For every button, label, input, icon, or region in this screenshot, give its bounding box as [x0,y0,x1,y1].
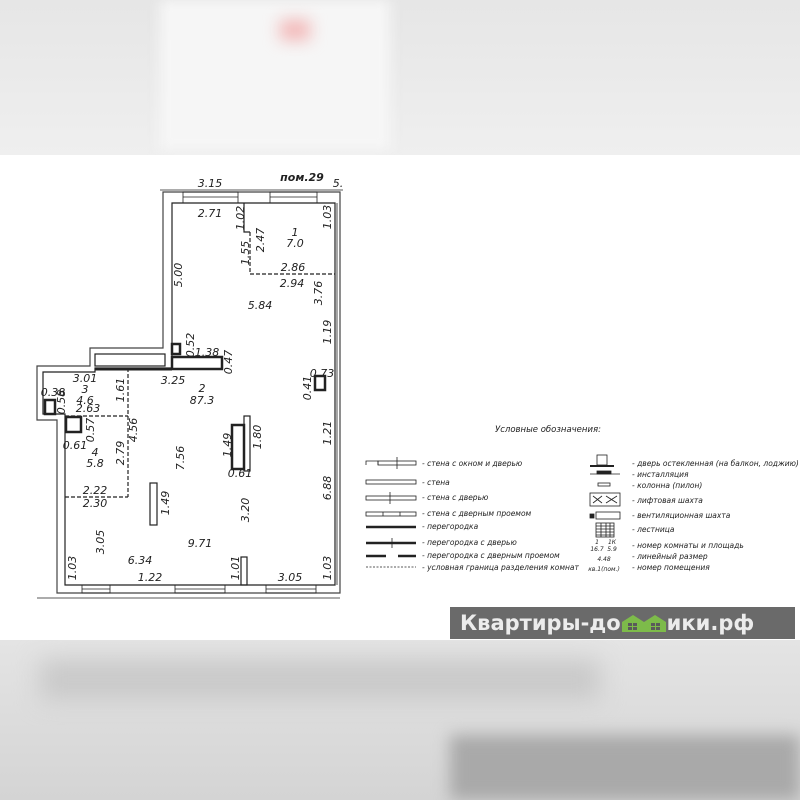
dimension: 1.03 [321,205,334,230]
legend-item: - стена с дверью [422,493,488,502]
dimension: 1.61 [114,378,127,403]
dimension: 0.38 [41,386,66,399]
dimension: 2.79 [114,441,127,466]
dimension: 7.56 [174,446,187,471]
dimension: 3.15 [198,177,223,190]
legend-item: - номер комнаты и площадь [632,541,744,550]
legend-title: Условные обозначения: [495,425,601,435]
floor-plan-sheet [0,155,800,640]
sample-unit-number: кв.1(пом.) [588,566,620,573]
dimension: 0.41 [301,376,314,401]
legend-item: - стена с окном и дверью [422,459,522,468]
legend-item: - инсталляция [632,470,689,479]
dimension: 4.56 [127,418,140,443]
sample-room-number-2: 1К [608,539,617,546]
dimension: 0.61 [63,439,88,452]
dimension: 2.30 [83,497,108,510]
legend-item: - перегородка с дверью [422,538,517,547]
dimension: 3.25 [161,374,186,387]
dimension: 5. [333,177,344,190]
dimension: 3.05 [94,530,107,555]
dimension: 0.73 [310,367,335,380]
sample-room-area: 16.7 [590,546,604,553]
dimension: 1.80 [251,425,264,450]
legend-symbols-left [365,457,417,568]
dimension: 3.76 [312,281,325,306]
legend-item: - перегородка [422,522,479,531]
watermark-text-start: Квартиры-до [460,611,621,635]
room-1-area: 7.0 [286,237,304,250]
windows [81,191,338,594]
legend-symbols-right [589,454,621,538]
dimension: 0.52 [184,333,197,358]
dimension: 3.20 [239,498,252,523]
legend-item: - стена с дверным проемом [422,509,532,518]
dimension: 1.03 [321,556,334,581]
room-labels: 1 7.0 2 87.3 3 4.6 4 5.8 [76,226,304,470]
room-4-number: 4 [92,446,99,459]
dimension: 1.38 [195,346,220,359]
dimension-labels: 3.15 5. 2.71 1.02 1.03 2.47 1.55 2.86 2.… [41,177,344,584]
dimension: 0.47 [222,350,235,375]
legend-item: - линейный размер [632,552,708,561]
legend-item: - номер помещения [632,563,710,572]
dimension: 5.00 [172,263,185,288]
dimension: 2.94 [280,277,305,290]
dimension: 2.22 [83,484,108,497]
houses-icon [621,615,666,632]
watermark: Квартиры-до ики.рф [450,607,795,639]
legend-item: - дверь остекленная (на балкон, лоджию) [632,459,799,468]
sample-room-number: 1 [595,539,599,546]
sample-dimension: 4.48 [597,556,611,563]
dimension: 5.84 [248,299,273,312]
dimension: 1.01 [229,556,242,581]
legend-labels-right: - дверь остекленная (на балкон, лоджию) … [632,459,799,572]
dimension: 9.71 [188,537,213,550]
room-3-area: 4.6 [76,394,94,407]
legend-item: - колонна (пилон) [632,481,702,490]
dimension: 6.34 [128,554,153,567]
legend: Условные обозначения: - стена с окном и … [365,425,799,573]
dimension: 0.57 [84,418,97,443]
dimension: 1.49 [221,433,234,458]
room-3-number: 3 [82,383,89,396]
dimension: 6.88 [321,476,334,501]
dimension: 3.01 [73,372,98,385]
room-2-area: 87.3 [190,394,215,407]
dimension: 1.55 [239,241,252,266]
room-1-number: 1 [292,226,299,239]
dimension: 2.63 [76,402,101,415]
dimension: 1.49 [159,491,172,516]
walls [36,189,343,599]
dimension: 3.05 [278,571,303,584]
blurred-background-top [0,0,800,155]
legend-item: - вентиляционная шахта [632,511,731,520]
sample-room-area-2: 5.9 [607,546,617,553]
blurred-background-bottom [0,640,800,800]
legend-samples-right: 1 16.7 1К 5.9 4.48 кв.1(пом.) [588,539,620,573]
unit-number-label: пом.29 [280,171,324,184]
room-4-area: 5.8 [86,457,104,470]
dimension: 0.61 [228,467,253,480]
legend-labels-left: - стена с окном и дверью - стена - стена… [422,459,580,572]
room-2-number: 2 [199,382,206,395]
dimension: 1.02 [234,206,247,231]
dimension: 1.19 [321,320,334,345]
watermark-text-end: ики.рф [666,611,755,635]
dimension: 2.47 [254,228,267,253]
legend-item: - перегородка с дверным проемом [422,551,560,560]
legend-item: - лифтовая шахта [632,496,703,505]
dimension: 1.22 [138,571,163,584]
dimension: 2.86 [281,261,306,274]
dimension: 1.03 [66,556,79,581]
legend-item: - лестница [632,525,675,534]
dimension: 0.58 [55,390,68,415]
legend-item: - стена [422,478,450,487]
legend-item: - условная граница разделения комнат [422,563,580,572]
dimension: 1.21 [321,421,334,446]
dimension: 2.71 [198,207,223,220]
